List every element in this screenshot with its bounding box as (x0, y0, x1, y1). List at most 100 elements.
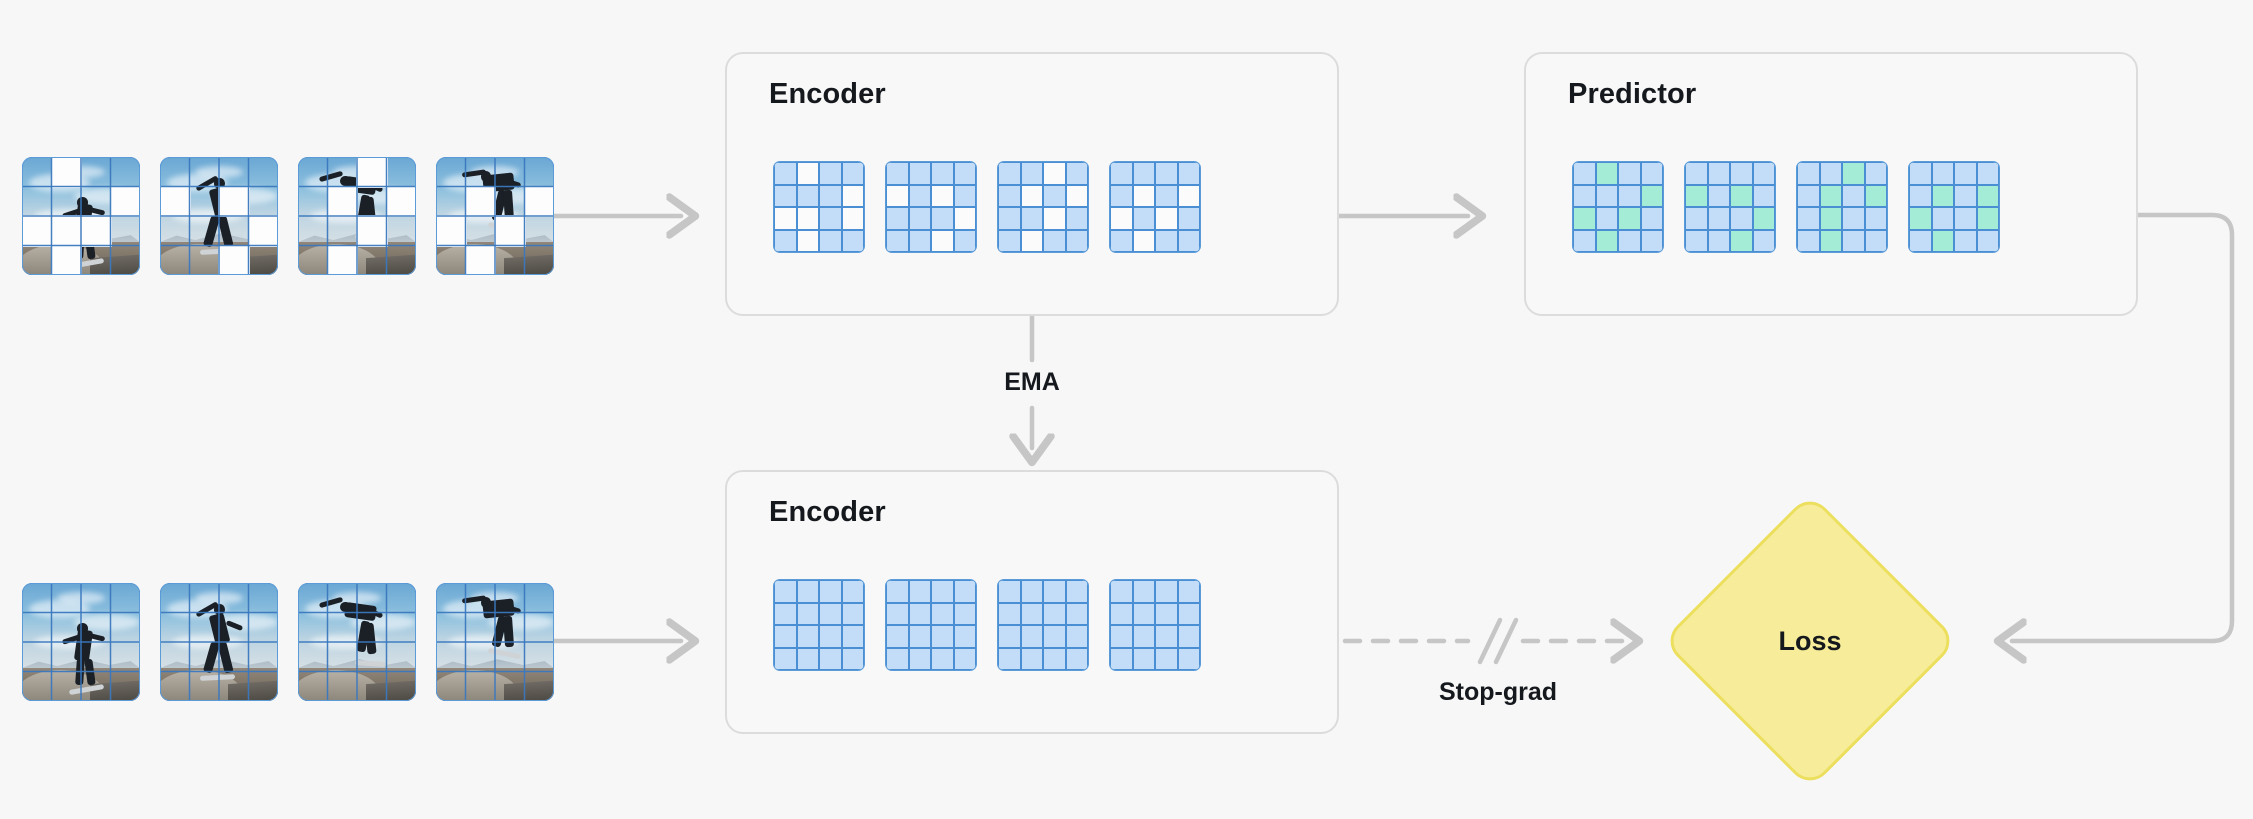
token-cell (886, 647, 909, 670)
token-cell (1618, 162, 1641, 185)
token-cell (908, 647, 931, 670)
token-cell (796, 162, 819, 185)
video-frame (298, 583, 416, 701)
token-cell (1931, 184, 1954, 207)
token-cell (953, 207, 976, 230)
token-cell (1177, 184, 1200, 207)
token-cell (1640, 207, 1663, 230)
token-cell (886, 229, 909, 252)
token-grid (1796, 161, 1888, 253)
token-cell (1020, 647, 1043, 670)
token-cell (796, 229, 819, 252)
token-cell (1618, 207, 1641, 230)
video-frame (22, 157, 140, 275)
predictor-box[interactable]: Predictor (1524, 52, 2138, 316)
token-grid (1908, 161, 2000, 253)
target-encoder-title: Encoder (769, 496, 886, 528)
token-cell (1954, 207, 1977, 230)
token-cell (1976, 207, 1999, 230)
token-cell (1640, 229, 1663, 252)
token-cell (1573, 184, 1596, 207)
token-cell (1155, 602, 1178, 625)
context-encoder-title: Encoder (769, 78, 886, 110)
target-encoder-box[interactable]: Encoder (725, 470, 1339, 734)
token-cell (1020, 184, 1043, 207)
token-cell (1020, 625, 1043, 648)
arrow-stop-grad (1342, 617, 1625, 665)
token-grid (885, 579, 977, 671)
token-cell (774, 229, 797, 252)
token-cell (1752, 184, 1775, 207)
token-cell (1595, 162, 1618, 185)
token-cell (931, 207, 954, 230)
token-cell (1707, 184, 1730, 207)
patch-gridlines (22, 583, 140, 701)
token-cell (1065, 580, 1088, 603)
token-cell (819, 207, 842, 230)
token-cell (1730, 162, 1753, 185)
ema-label: EMA (1004, 368, 1060, 396)
loss-node[interactable]: Loss (1661, 492, 1959, 790)
token-cell (998, 580, 1021, 603)
stop-grad-label: Stop-grad (1438, 678, 1558, 706)
token-cell (931, 625, 954, 648)
token-cell (1043, 162, 1066, 185)
token-cell (908, 229, 931, 252)
token-cell (1842, 229, 1865, 252)
token-cell (1819, 207, 1842, 230)
video-frame (298, 157, 416, 275)
token-cell (819, 229, 842, 252)
token-cell (1976, 184, 1999, 207)
token-cell (1132, 602, 1155, 625)
token-cell (841, 207, 864, 230)
token-cell (1043, 229, 1066, 252)
token-cell (1685, 162, 1708, 185)
token-cell (908, 207, 931, 230)
token-cell (1132, 647, 1155, 670)
token-cell (841, 602, 864, 625)
token-cell (819, 184, 842, 207)
masked-clip-frames (22, 157, 554, 275)
token-cell (931, 580, 954, 603)
token-cell (1177, 625, 1200, 648)
token-grid (885, 161, 977, 253)
patch-gridlines (436, 157, 554, 275)
token-cell (953, 229, 976, 252)
token-cell (1797, 229, 1820, 252)
token-cell (1707, 162, 1730, 185)
context-encoder-box[interactable]: Encoder (725, 52, 1339, 316)
token-grid (773, 161, 865, 253)
token-cell (931, 602, 954, 625)
token-cell (1954, 162, 1977, 185)
token-cell (1177, 647, 1200, 670)
token-grid (773, 579, 865, 671)
token-cell (841, 184, 864, 207)
token-cell (819, 162, 842, 185)
patch-gridlines (298, 157, 416, 275)
context-encoder-token-row (773, 161, 1201, 253)
token-cell (1797, 162, 1820, 185)
token-cell (796, 625, 819, 648)
patch-gridlines (160, 583, 278, 701)
token-cell (1752, 229, 1775, 252)
token-cell (1954, 184, 1977, 207)
token-cell (1065, 647, 1088, 670)
token-cell (1065, 162, 1088, 185)
token-cell (796, 602, 819, 625)
token-cell (998, 162, 1021, 185)
token-cell (841, 625, 864, 648)
token-cell (1043, 647, 1066, 670)
token-cell (998, 229, 1021, 252)
token-cell (908, 625, 931, 648)
token-cell (1819, 162, 1842, 185)
token-cell (908, 184, 931, 207)
token-cell (908, 602, 931, 625)
token-cell (953, 162, 976, 185)
token-cell (1110, 184, 1133, 207)
token-cell (1931, 162, 1954, 185)
token-cell (819, 580, 842, 603)
patch-gridlines (298, 583, 416, 701)
predictor-title: Predictor (1568, 78, 1697, 110)
token-cell (886, 602, 909, 625)
